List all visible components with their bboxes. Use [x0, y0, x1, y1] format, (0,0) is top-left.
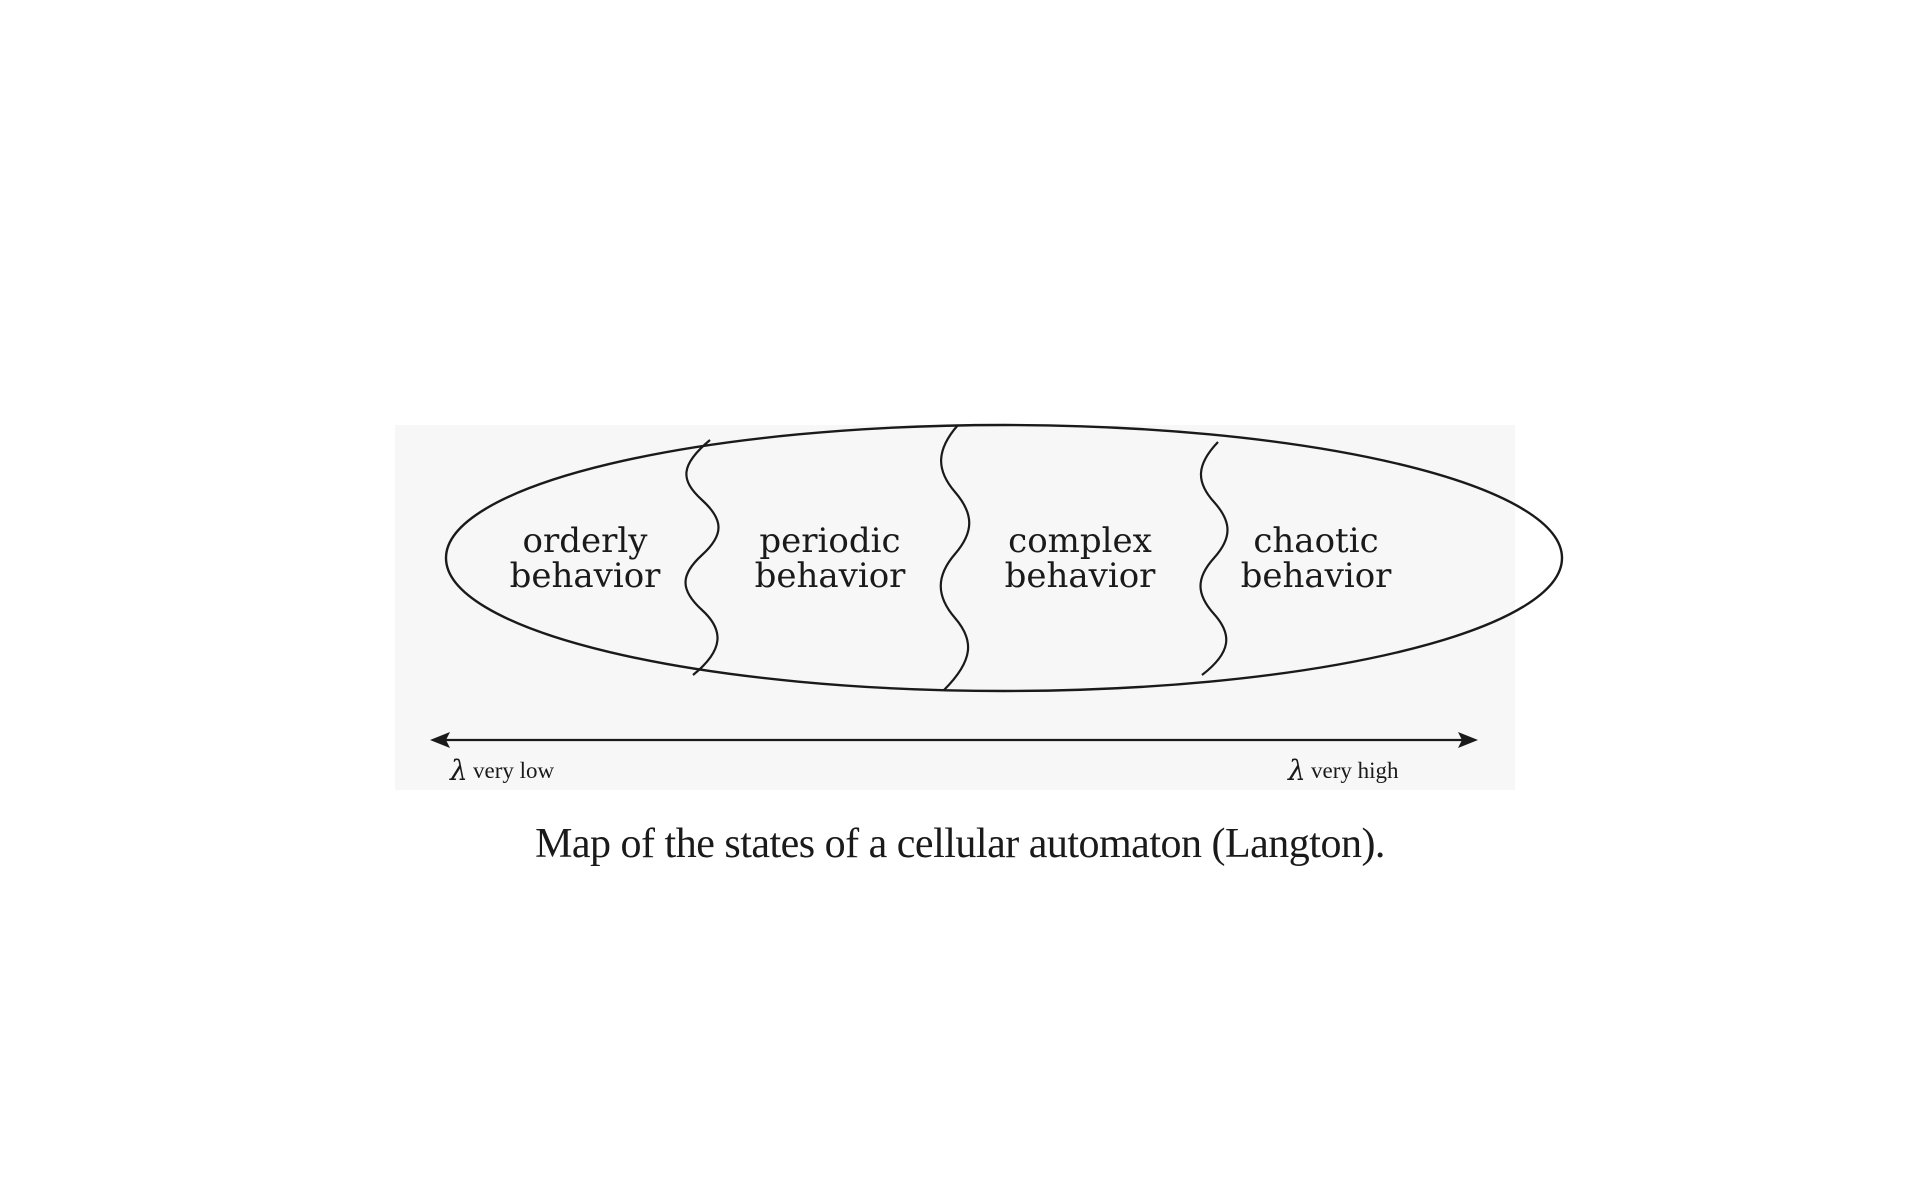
region-periodic-line1: periodic — [759, 521, 900, 561]
region-orderly-line1: orderly — [523, 521, 649, 561]
scan-background — [395, 425, 1515, 790]
divider-periodic-complex — [939, 424, 971, 691]
axis-arrow-right-icon — [1458, 732, 1478, 748]
region-orderly-line2: behavior — [510, 556, 662, 596]
lambda-high-label: very high — [1311, 758, 1399, 783]
region-complex-line2: behavior — [1005, 556, 1157, 596]
axis-arrow-left-icon — [430, 732, 450, 748]
figure-caption: Map of the states of a cellular automato… — [535, 821, 1385, 867]
region-complex-line1: complex — [1008, 521, 1152, 561]
region-chaotic-line2: behavior — [1241, 556, 1393, 596]
lambda-low-label: very low — [473, 758, 555, 783]
lambda-low-symbol: λ — [449, 754, 468, 787]
lambda-high-symbol: λ — [1287, 754, 1306, 787]
divider-orderly-periodic — [684, 439, 720, 676]
divider-complex-chaotic — [1199, 441, 1229, 676]
region-periodic-line2: behavior — [755, 556, 907, 596]
state-space-ellipse — [444, 423, 1564, 693]
region-chaotic-line1: chaotic — [1253, 521, 1378, 561]
